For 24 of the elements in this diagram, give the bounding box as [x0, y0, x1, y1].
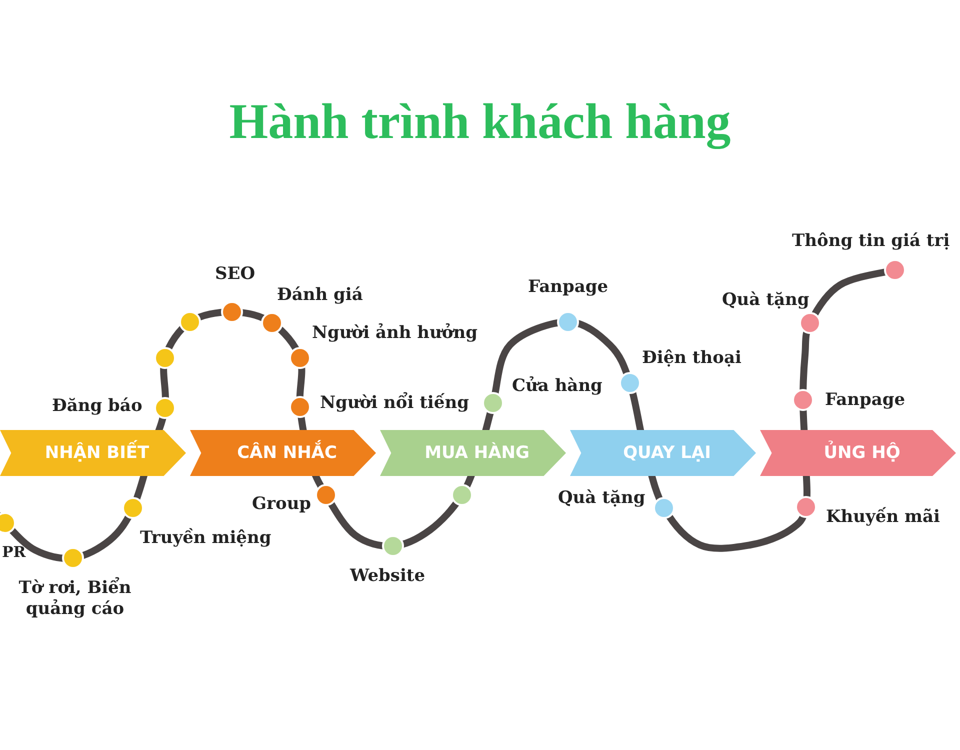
stage-banner: QUAY LẠI [570, 430, 756, 476]
touchpoint-label: Thông tin giá trị [792, 231, 950, 252]
touchpoint-label: Cửa hàng [512, 376, 602, 398]
stage-banner: CÂN NHẮC [190, 430, 376, 476]
touchpoint-label: Người nổi tiếng [320, 393, 469, 414]
touchpoint-label: Truyền miệng [140, 528, 272, 550]
stage-banner: ỦNG HỘ [760, 430, 956, 476]
touchpoint-label: Quà tặng [722, 290, 810, 312]
touchpoint-label: Group [252, 494, 312, 516]
title: Hành trình khách hàng [228, 92, 732, 150]
touchpoint-label: Website [350, 566, 426, 588]
touchpoint-label: Đánh giá [277, 285, 363, 306]
touchpoint-label: Đăng báo [52, 396, 142, 418]
touchpoint-label: PR [2, 543, 26, 562]
stage-banner: NHẬN BIẾT [0, 430, 186, 476]
touchpoint-label: Quà tặng [558, 488, 646, 510]
touchpoint-label: Fanpage [528, 277, 608, 298]
stage-banner: MUA HÀNG [380, 430, 566, 476]
touchpoint-label: Người ảnh hưởng [312, 323, 478, 344]
touchpoint-label: Fanpage [825, 390, 906, 412]
touchpoint-label: Tờ rơi, Biển quảng cáo [18, 578, 132, 620]
touchpoint-label: Điện thoại [642, 348, 742, 370]
touchpoint-label: Khuyến mãi [826, 507, 940, 528]
touchpoint-label: SEO [215, 264, 256, 286]
